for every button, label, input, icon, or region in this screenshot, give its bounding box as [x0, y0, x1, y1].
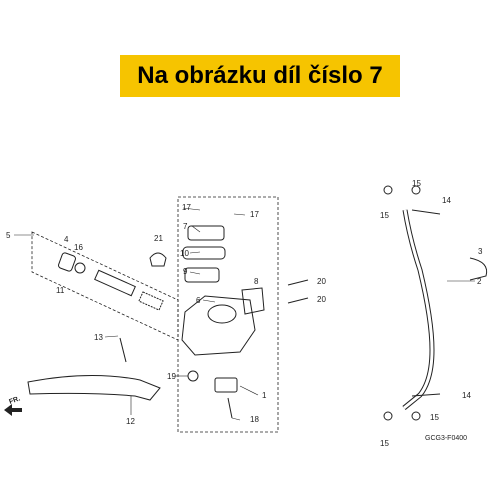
part-number-banner: Na obrázku díl číslo 7	[120, 55, 400, 97]
callout-7: 7	[183, 222, 188, 231]
boot	[58, 252, 76, 272]
callout-14-bottom: 14	[462, 391, 471, 400]
callout-15a: 15	[380, 211, 389, 220]
screw-18	[227, 397, 233, 419]
callout-16: 16	[74, 243, 83, 252]
callout-20b: 20	[317, 295, 326, 304]
callout-3: 3	[478, 247, 483, 256]
washer-15d	[411, 411, 421, 421]
nut-19	[187, 370, 199, 382]
callout-18: 18	[250, 415, 259, 424]
callout-1: 1	[262, 391, 267, 400]
callout-5: 5	[6, 231, 11, 240]
bolt-20b	[287, 297, 309, 304]
bolt-13	[119, 337, 127, 363]
bolt-14-top	[411, 209, 441, 215]
callout-9: 9	[183, 267, 188, 276]
callout-6: 6	[196, 296, 201, 305]
master-cylinder-body	[181, 295, 256, 356]
callout-13: 13	[94, 333, 103, 342]
callout-15c: 15	[430, 413, 439, 422]
callout-19: 19	[167, 372, 176, 381]
reservoir-cap	[187, 225, 225, 241]
callout-15d: 15	[380, 439, 389, 448]
brake-switch	[214, 377, 238, 393]
snap-ring	[74, 262, 86, 274]
spring	[138, 291, 164, 311]
callout-12: 12	[126, 417, 135, 426]
cap-plate	[182, 246, 226, 260]
callout-15b: 15	[412, 179, 421, 188]
brake-lever	[27, 374, 161, 401]
callout-8: 8	[254, 277, 259, 286]
washer-15c	[383, 411, 393, 421]
hose-clip	[469, 257, 488, 281]
piston-group-box	[31, 231, 179, 341]
callout-2: 2	[477, 277, 482, 286]
callout-17b: 17	[250, 210, 259, 219]
callout-20a: 20	[317, 277, 326, 286]
callout-10: 10	[180, 249, 189, 258]
piston	[94, 269, 136, 297]
washer-15a	[383, 185, 393, 195]
washer-15b	[411, 185, 421, 195]
banner-text: Na obrázku díl číslo 7	[137, 62, 383, 89]
diagram-code: GCG3-F0400	[425, 435, 467, 442]
bolt-14-bottom	[411, 393, 441, 397]
callout-21: 21	[154, 234, 163, 243]
callout-11: 11	[56, 286, 65, 295]
front-direction-label: FR.	[8, 395, 21, 405]
front-direction-arrow	[4, 404, 22, 416]
callout-14-top: 14	[442, 196, 451, 205]
callout-17a: 17	[182, 203, 191, 212]
callout-4: 4	[64, 235, 69, 244]
bolt-20a	[287, 279, 309, 286]
rubber-cap	[149, 252, 167, 267]
holder-clamp	[241, 287, 265, 315]
diaphragm	[184, 267, 220, 283]
